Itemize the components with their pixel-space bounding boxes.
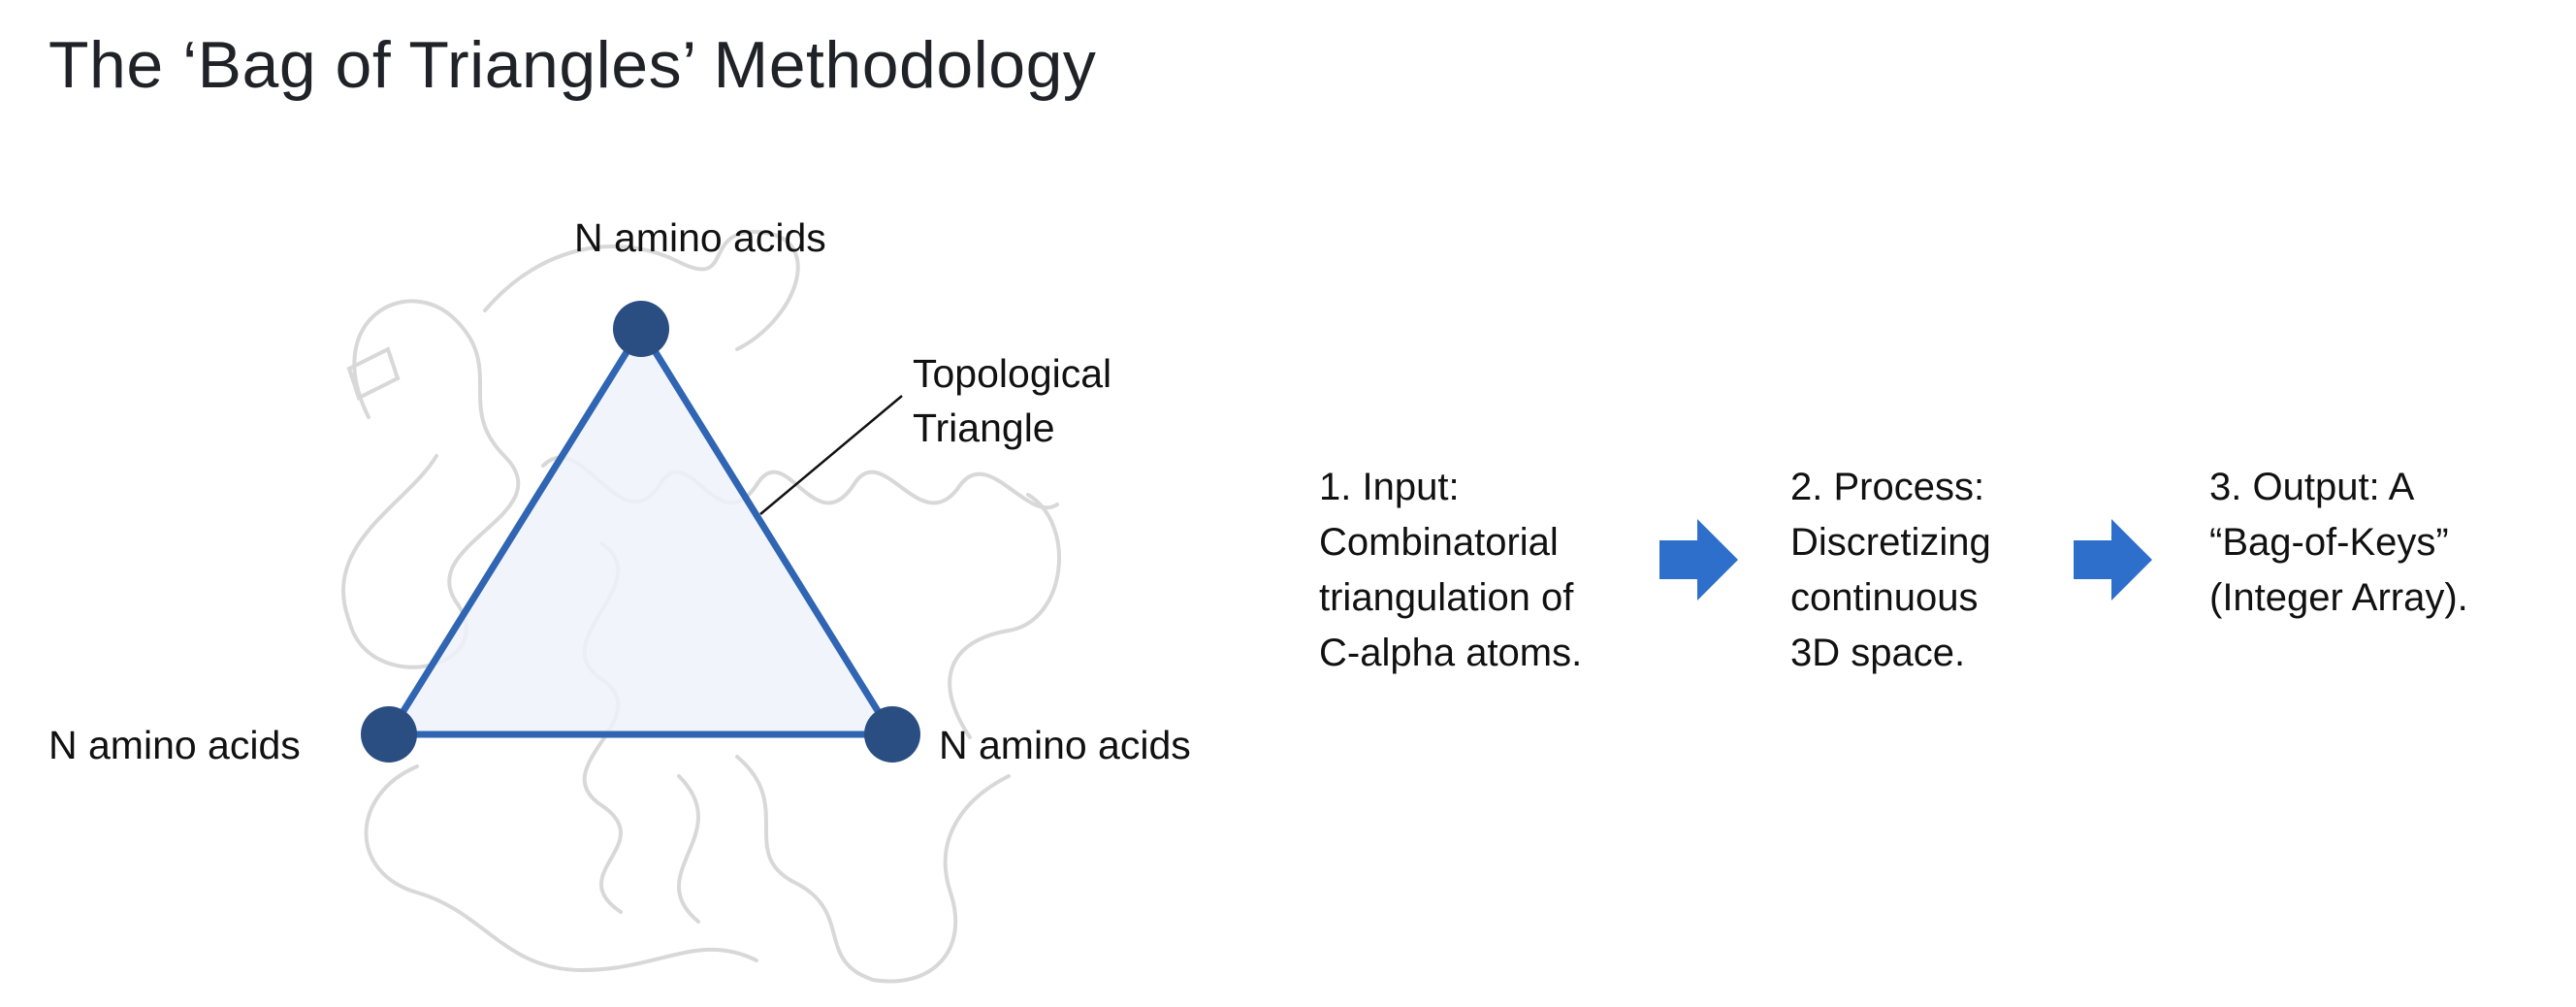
vertex-left bbox=[361, 706, 417, 763]
step-line: Discretizing bbox=[1790, 521, 1991, 564]
step-line: 2. Process: bbox=[1790, 466, 1985, 508]
step-line: (Integer Array). bbox=[2209, 576, 2468, 619]
vertex-label-top: N amino acids bbox=[574, 215, 826, 260]
step-line: triangulation of bbox=[1319, 576, 1574, 619]
vertex-label-right: N amino acids bbox=[939, 723, 1191, 767]
step-input: 1. Input: Combinatorial triangulation of… bbox=[1319, 460, 1582, 681]
vertex-top bbox=[613, 301, 669, 357]
step-line: 3. Output: A bbox=[2209, 466, 2415, 508]
triangle-label-line: Triangle bbox=[913, 406, 1055, 450]
triangle-label-line: Topological bbox=[913, 351, 1112, 396]
vertex-right bbox=[864, 706, 920, 763]
step-line: 1. Input: bbox=[1319, 466, 1460, 508]
step-line: C-alpha atoms. bbox=[1319, 632, 1583, 674]
right-arrow-icon bbox=[1659, 519, 1738, 601]
vertex-label-left: N amino acids bbox=[48, 723, 301, 767]
step-line: continuous bbox=[1790, 576, 1979, 619]
page-title: The ‘Bag of Triangles’ Methodology bbox=[48, 28, 1097, 102]
topological-triangle bbox=[385, 325, 896, 738]
triangle-label: Topological Triangle bbox=[913, 346, 1111, 455]
triangle-leader-line bbox=[759, 395, 903, 515]
step-output: 3. Output: A “Bag-of-Keys” (Integer Arra… bbox=[2209, 460, 2468, 626]
step-line: “Bag-of-Keys” bbox=[2209, 521, 2449, 564]
step-process: 2. Process: Discretizing continuous 3D s… bbox=[1790, 460, 1991, 681]
right-arrow-icon bbox=[2074, 519, 2152, 601]
step-line: Combinatorial bbox=[1319, 521, 1559, 564]
step-line: 3D space. bbox=[1790, 632, 1966, 674]
